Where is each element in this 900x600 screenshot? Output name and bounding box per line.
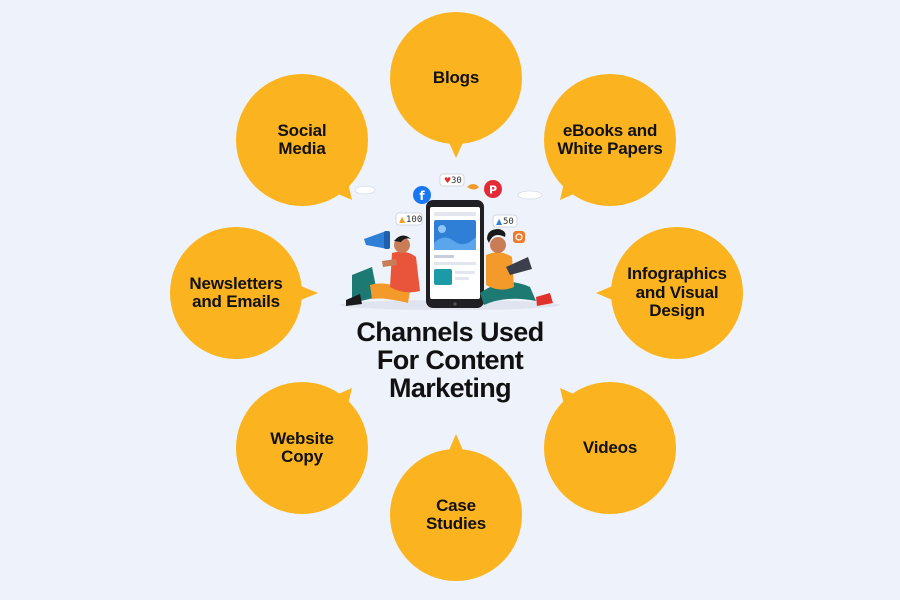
bird-icon bbox=[467, 184, 479, 190]
badge-count: 30 bbox=[451, 176, 462, 186]
bubble-circle bbox=[236, 382, 368, 514]
bubble-label-videos: Videos bbox=[582, 437, 638, 457]
bubble-label-blogs: Blogs bbox=[432, 67, 480, 87]
smartphone-illustration: f P ♥ 30 ▲ 100 ▲ 50 bbox=[340, 173, 560, 310]
like-icon: ▲ bbox=[399, 215, 406, 224]
man-figure bbox=[346, 231, 420, 306]
bubble-circle bbox=[390, 12, 522, 144]
bubble-videos bbox=[544, 382, 676, 514]
facebook-icon: f bbox=[413, 186, 431, 204]
bubble-label-case-studies: Case Studies bbox=[425, 495, 486, 533]
badge-count: 50 bbox=[503, 217, 514, 227]
heart-badge: ♥ 30 bbox=[439, 173, 465, 187]
diagram-title: Channels Used For Content Marketing bbox=[356, 317, 544, 404]
bubble-label-website-copy: Website Copy bbox=[270, 428, 334, 466]
like-icon: ▲ bbox=[496, 217, 503, 226]
cloud-icon bbox=[354, 185, 543, 200]
bubble-social-media bbox=[236, 74, 368, 206]
smartphone-icon bbox=[426, 200, 484, 308]
bubble-circle bbox=[170, 227, 302, 359]
bubble-circle bbox=[390, 449, 522, 581]
heart-icon: ♥ bbox=[444, 176, 451, 185]
like-badge: ▲ 100 bbox=[395, 212, 423, 226]
pinterest-icon: P bbox=[484, 180, 502, 198]
instagram-icon bbox=[513, 231, 525, 243]
bubble-circle bbox=[544, 74, 676, 206]
bubble-ebooks bbox=[544, 74, 676, 206]
svg-text:f: f bbox=[419, 189, 425, 203]
bubble-label-ebooks: eBooks and White Papers bbox=[557, 120, 663, 158]
bubble-case-studies bbox=[390, 434, 522, 581]
woman-figure bbox=[480, 229, 553, 306]
bubble-label-infographics: Infographics and Visual Design bbox=[627, 264, 727, 321]
like-badge: ▲ 50 bbox=[492, 214, 518, 228]
bubble-label-newsletters: Newsletters and Emails bbox=[189, 273, 283, 311]
bubble-circle bbox=[544, 382, 676, 514]
badge-count: 100 bbox=[406, 215, 422, 225]
bubble-circle bbox=[611, 227, 743, 359]
bubble-newsletters bbox=[170, 227, 318, 359]
bubble-infographics bbox=[596, 227, 743, 359]
bubble-blogs bbox=[390, 12, 522, 158]
megaphone-icon bbox=[364, 231, 390, 249]
bubble-circle bbox=[236, 74, 368, 206]
bubble-label-social-media: Social Media bbox=[277, 120, 327, 158]
bubble-website-copy bbox=[236, 382, 368, 514]
svg-text:P: P bbox=[489, 184, 497, 197]
